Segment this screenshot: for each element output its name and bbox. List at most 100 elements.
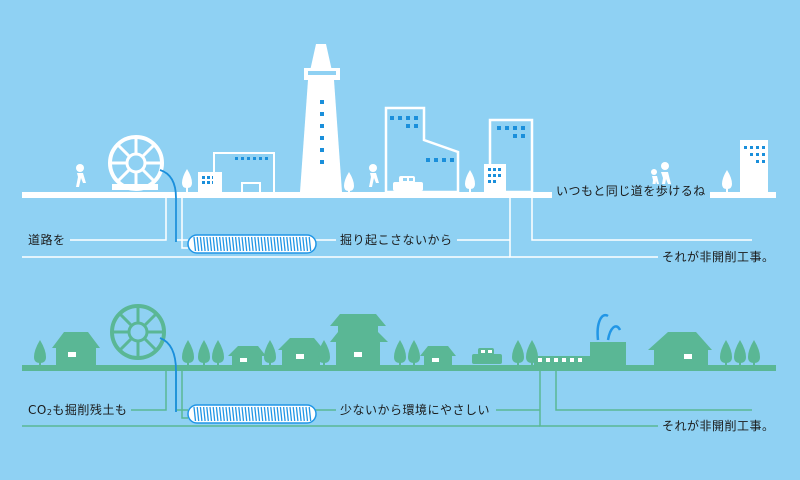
tree-trunk <box>739 360 741 366</box>
tree-icon <box>394 340 406 363</box>
coil-ridge <box>215 406 219 422</box>
bottom-caption-bottom: それが非開削工事。 <box>658 419 779 433</box>
coil-ridge <box>202 406 206 422</box>
coil-ridge <box>247 236 251 252</box>
tree-icon <box>512 340 524 363</box>
coil-ridge <box>218 236 222 252</box>
bottom-cable <box>159 337 177 412</box>
coil-ridge <box>225 236 229 252</box>
top-caption-right: いつもと同じ道を歩けるね <box>552 184 710 198</box>
top-left-shaft-inner2 <box>181 198 188 249</box>
coil-ridge <box>225 406 229 422</box>
coil-ridge <box>234 236 238 252</box>
top-ground-line <box>22 192 554 198</box>
coil-ridge <box>193 406 197 422</box>
coil-ridge <box>289 236 293 252</box>
tower-icon <box>300 44 342 192</box>
top-caption-bottom: それが非開削工事。 <box>658 250 779 264</box>
top-cable <box>159 169 177 242</box>
coil-ridge <box>289 406 293 422</box>
tree-icon <box>212 340 224 363</box>
coil-ridge <box>286 406 289 422</box>
house-icon <box>228 346 266 366</box>
coil-ridge <box>302 236 305 252</box>
coil-ridge <box>298 406 302 422</box>
coil-ridge <box>257 236 261 252</box>
tree-icon <box>182 169 192 193</box>
coil-ridge <box>231 406 235 422</box>
house-icon <box>420 346 456 366</box>
house-icon <box>52 332 100 366</box>
top-caption-middle: 掘り起こさないから <box>336 233 457 247</box>
tree-trunk <box>269 360 271 366</box>
coil-ridge <box>254 236 257 252</box>
bottom-caption-middle: 少ないから環境にやさしい <box>336 403 495 417</box>
coil-ridge <box>222 236 225 252</box>
coil-ridge <box>273 406 277 422</box>
coil-ridge <box>212 236 216 252</box>
tree-trunk <box>413 360 415 366</box>
coil-ridge <box>270 236 273 252</box>
top-ground-line-right <box>706 192 776 198</box>
coil-ridge <box>228 236 232 252</box>
coil-ridge <box>212 406 216 422</box>
coil-ridge <box>270 406 273 422</box>
tree-trunk <box>187 360 189 366</box>
building-outline-right <box>488 118 534 194</box>
tree-icon <box>526 340 538 363</box>
building-outline <box>213 152 275 194</box>
coil-ridge <box>286 236 289 252</box>
coil-ridge <box>196 406 200 422</box>
tree-trunk <box>39 360 41 366</box>
coil-ridge <box>238 236 241 252</box>
coil-ridge <box>228 406 232 422</box>
coil-ridge <box>244 406 248 422</box>
coil-ridge <box>199 406 203 422</box>
coil-ridge <box>234 406 238 422</box>
bottom-scene <box>22 304 776 427</box>
coil-ridge <box>206 406 209 422</box>
tree-icon <box>182 340 194 363</box>
building-small <box>198 172 222 194</box>
building-small-right <box>484 164 506 192</box>
tree-trunk <box>399 360 401 366</box>
coil-ridge <box>254 406 257 422</box>
tree-icon <box>34 340 46 363</box>
coil-ridge <box>266 236 270 252</box>
coil-ridge <box>209 236 213 252</box>
bottom-left-shaft-outer <box>130 371 167 411</box>
pedestrian-icon <box>76 164 86 187</box>
coil-ridge <box>295 236 299 252</box>
top-scene <box>22 44 776 258</box>
tree-trunk <box>531 360 533 366</box>
coil-ridge <box>305 236 309 252</box>
tree-icon <box>198 340 210 363</box>
top-left-shaft-outer <box>70 198 167 241</box>
coil-ridge <box>295 406 299 422</box>
coil-ridge <box>276 406 280 422</box>
bottom-ground-line <box>22 365 776 371</box>
tunnel-pipe-coil <box>187 404 317 424</box>
bottom-right-shaft-inner <box>555 371 752 411</box>
coil-ridge <box>250 236 254 252</box>
coil-ridge <box>206 236 209 252</box>
coil-ridge <box>298 236 302 252</box>
coil-ridge <box>282 236 286 252</box>
fountain-icon <box>596 313 622 341</box>
shield-machine-icon <box>110 304 166 360</box>
tree-trunk <box>725 360 727 366</box>
coil-ridge <box>292 236 296 252</box>
coil-ridge <box>282 406 286 422</box>
coil-ridge <box>241 406 245 422</box>
bottom-right-shaft-outer <box>539 371 660 427</box>
coil-ridge <box>218 406 222 422</box>
coil-ridge <box>244 236 248 252</box>
coil-ridge <box>222 406 225 422</box>
coil-ridge <box>266 406 270 422</box>
coil-ridge <box>263 406 267 422</box>
tree-trunk <box>517 360 519 366</box>
coil-ridge <box>241 236 245 252</box>
tree-icon <box>408 340 420 363</box>
coil-ridge <box>260 236 264 252</box>
